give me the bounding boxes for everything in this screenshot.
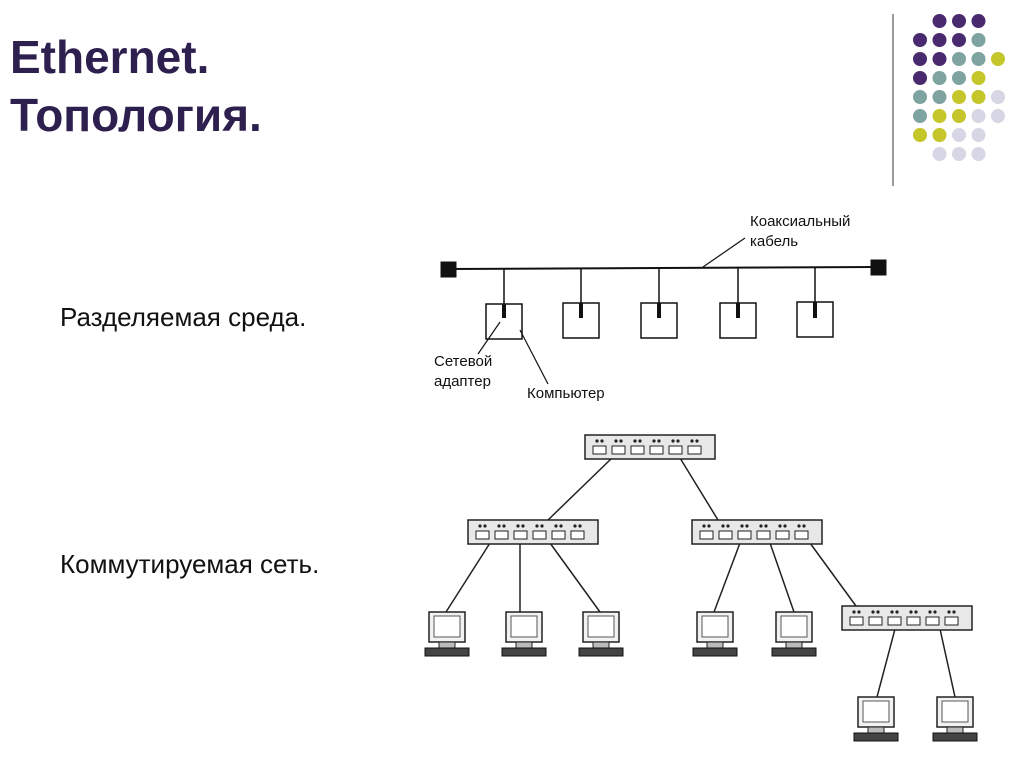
network-switch [691, 519, 823, 545]
bus-computer [485, 269, 523, 340]
coaxial-cable [447, 266, 879, 270]
divider-line [892, 14, 894, 186]
network-link [549, 542, 601, 613]
cable-label-line2: кабель [750, 233, 798, 250]
decorative-dot [913, 90, 927, 104]
network-link [547, 457, 613, 521]
terminator-left [440, 261, 457, 278]
computer-icon [853, 696, 899, 742]
adapter-label-line2: адаптер [434, 373, 491, 390]
computer-leader-line [519, 329, 549, 385]
bus-computer [796, 267, 834, 338]
title-line-2: Топология. [10, 89, 262, 141]
decorative-dot [971, 147, 986, 161]
decorative-dot [971, 71, 986, 85]
computer-icon [501, 611, 547, 657]
computer-icon [932, 696, 978, 742]
title-line-1: Ethernet. [10, 31, 210, 83]
cable-leader-line [702, 237, 746, 268]
decorative-dot [952, 147, 966, 161]
decorative-dot [952, 109, 966, 123]
decorative-dot [913, 52, 927, 66]
computer-icon [771, 611, 817, 657]
decorative-dot [913, 71, 927, 85]
decorative-dot [913, 128, 927, 142]
bus-computer [719, 268, 757, 339]
slide-title: Ethernet. Топология. [10, 28, 262, 144]
decorative-dot [932, 71, 947, 85]
network-switch [584, 434, 716, 460]
decorative-dot [971, 33, 986, 47]
decorative-dot-grid [913, 14, 1005, 161]
network-link [769, 542, 795, 613]
decorative-dot [952, 71, 966, 85]
switched-topology [424, 434, 978, 742]
decorative-dot [952, 90, 966, 104]
decorative-dot [932, 90, 947, 104]
decorative-dot [952, 33, 966, 47]
bus-computer [640, 269, 678, 339]
network-link [876, 628, 896, 698]
decorative-dot [971, 128, 986, 142]
decorative-dot [971, 90, 986, 104]
bus-topology [440, 237, 887, 385]
decorative-dot [971, 109, 986, 123]
decorative-dot [952, 14, 966, 28]
computer-label: Компьютер [527, 385, 605, 402]
terminator-right [870, 259, 887, 276]
computer-icon [424, 611, 470, 657]
adapter-label-line1: Сетевой [434, 353, 492, 370]
switched-network-label: Коммутируемая сеть. [60, 549, 320, 579]
bus-computer [562, 269, 600, 339]
decorative-dot [932, 33, 947, 47]
decorative-dot [952, 52, 966, 66]
decorative-dot [971, 14, 986, 28]
decorative-dot [971, 52, 986, 66]
network-switch [467, 519, 599, 545]
decorative-dot [913, 109, 927, 123]
network-link [445, 542, 491, 613]
decorative-dot [932, 109, 947, 123]
decorative-dot [932, 147, 947, 161]
computer-icon [578, 611, 624, 657]
cable-label-line1: Коаксиальный [750, 213, 850, 230]
decorative-dot [991, 109, 1005, 123]
decorative-dot [913, 33, 927, 47]
network-switch [841, 605, 973, 631]
adapter-leader-line [477, 321, 501, 355]
shared-medium-label: Разделяемая среда. [60, 302, 307, 332]
decorative-dot [991, 52, 1005, 66]
network-link [809, 542, 857, 607]
network-link [713, 542, 741, 613]
decorative-dot [932, 52, 947, 66]
decorative-dot [952, 128, 966, 142]
network-link [679, 457, 719, 521]
decorative-dot [932, 128, 947, 142]
decorative-dot [932, 14, 947, 28]
network-link [939, 628, 956, 698]
decorative-dot [991, 90, 1005, 104]
computer-icon [692, 611, 738, 657]
